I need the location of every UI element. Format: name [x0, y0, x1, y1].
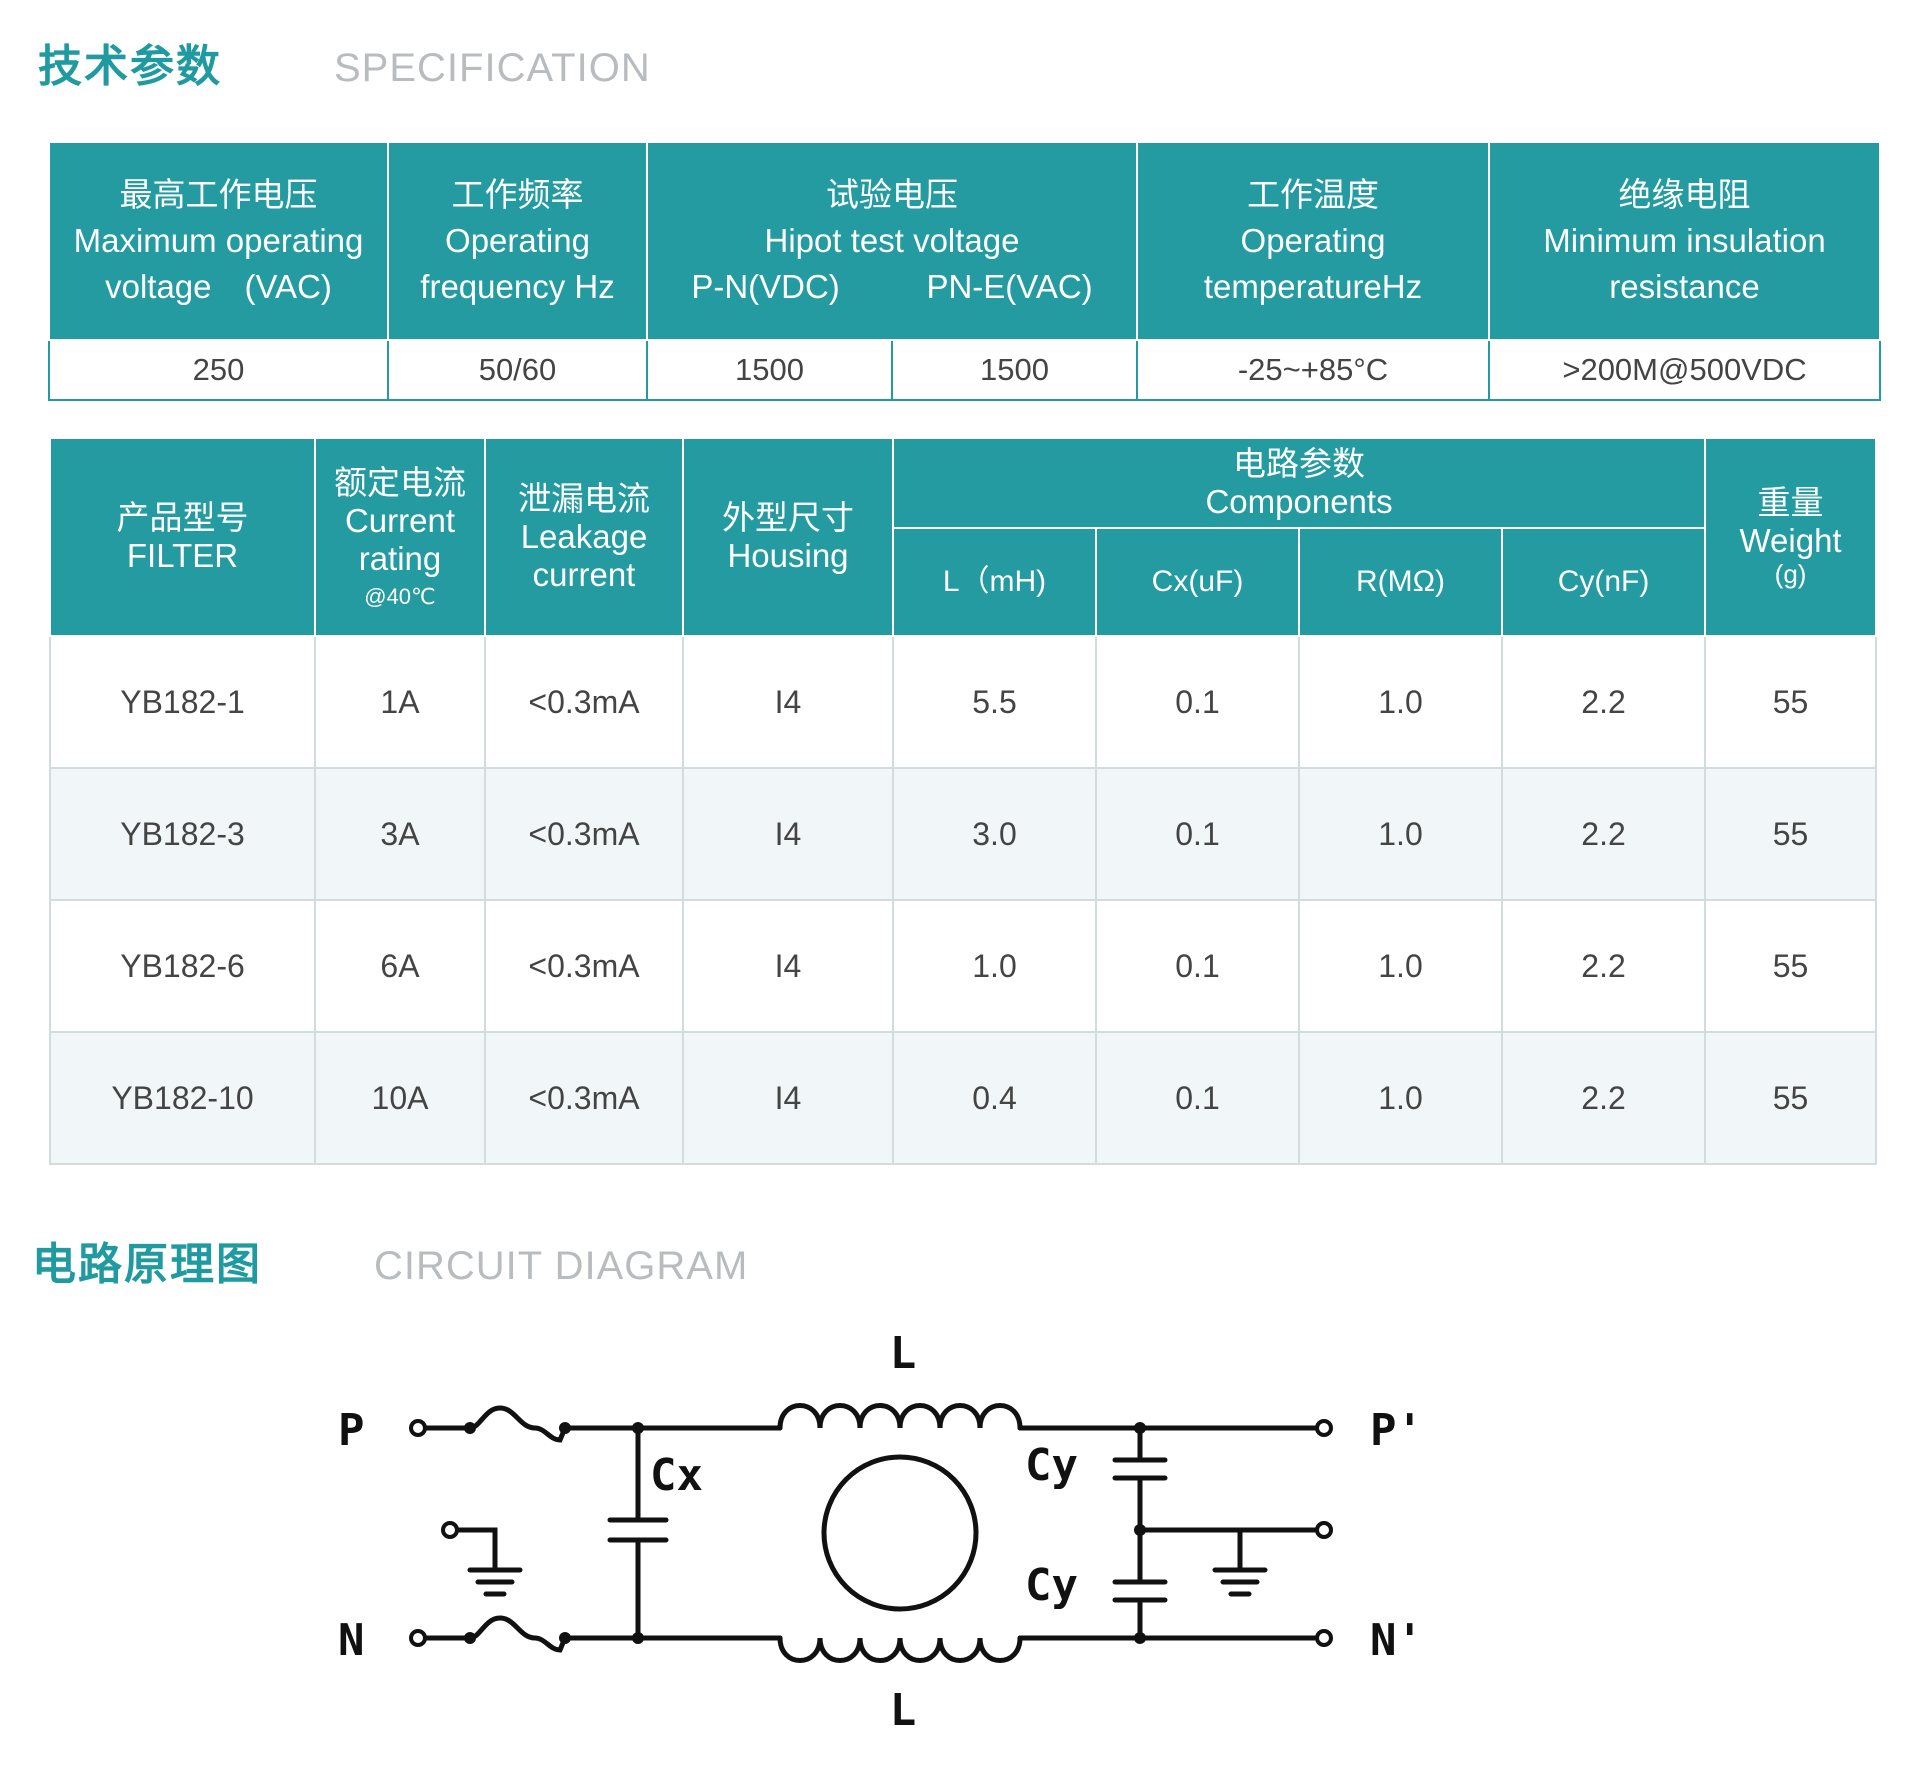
product-table: 产品型号 FILTER 额定电流 Current rating @40℃ 泄漏电…: [49, 437, 1878, 1165]
header-weight: 重量 Weight (g): [1704, 437, 1878, 637]
value-hipot-pne: 1500: [891, 339, 1138, 401]
label-cx: Cx: [650, 1450, 703, 1501]
label-cy-top: Cy: [1025, 1440, 1078, 1491]
circuit-title-en: CIRCUIT DIAGRAM: [374, 1244, 749, 1288]
header-inductance: L（mH): [892, 527, 1097, 637]
label-p-in: P: [338, 1405, 365, 1456]
header-leakage: 泄漏电流 Leakage current: [484, 437, 684, 637]
circuit-section-title: 电路原理图 CIRCUIT DIAGRAM: [32, 1228, 748, 1292]
header-model: 产品型号 FILTER: [49, 437, 316, 637]
header-temperature: 工作温度 Operating temperatureHz: [1136, 141, 1490, 341]
header-resistance: R(MΩ): [1298, 527, 1503, 637]
value-max-voltage: 250: [48, 339, 389, 401]
header-max-voltage: 最高工作电压 Maximum operating voltage (VAC): [48, 141, 389, 341]
header-hipot-pne: PN-E(VAC): [926, 268, 1093, 306]
value-temperature: -25~+85°C: [1136, 339, 1490, 401]
header-hipot-pn: P-N(VDC): [691, 268, 840, 306]
header-hipot: 试验电压 Hipot test voltage P-N(VDC) PN-E(VA…: [646, 141, 1138, 341]
label-cy-bottom: Cy: [1025, 1560, 1078, 1611]
spec-title-en: SPECIFICATION: [334, 46, 651, 90]
spec-table: 最高工作电压 Maximum operating voltage (VAC) 工…: [48, 141, 1881, 401]
header-housing: 外型尺寸 Housing: [682, 437, 894, 637]
label-inductor-top: L: [890, 1328, 917, 1379]
value-hipot-pn: 1500: [646, 339, 893, 401]
label-n-out: N': [1370, 1615, 1423, 1666]
spec-section-title: 技术参数 SPECIFICATION: [38, 30, 651, 94]
label-p-out: P': [1370, 1405, 1423, 1456]
circuit-title-cn: 电路原理图: [32, 1240, 262, 1289]
header-insulation: 绝缘电阻 Minimum insulation resistance: [1488, 141, 1881, 341]
value-insulation: >200M@500VDC: [1488, 339, 1881, 401]
spec-title-cn: 技术参数: [38, 42, 222, 91]
header-rated-current: 额定电流 Current rating @40℃: [314, 437, 486, 637]
header-cy: Cy(nF): [1500, 527, 1707, 637]
header-cx: Cx(uF): [1095, 527, 1300, 637]
circuit-diagram: P N P' N' L L Cx Cy Cy: [338, 1328, 1423, 1736]
header-frequency: 工作频率 Operating frequency Hz: [387, 141, 648, 341]
header-components: 电路参数 Components: [891, 437, 1707, 529]
label-inductor-bottom: L: [890, 1685, 917, 1736]
value-frequency: 50/60: [387, 339, 648, 401]
spec-values-row: 250 50/60 1500 1500 -25~+85°C >200M@500V…: [48, 339, 1881, 401]
label-n-in: N: [338, 1615, 365, 1666]
